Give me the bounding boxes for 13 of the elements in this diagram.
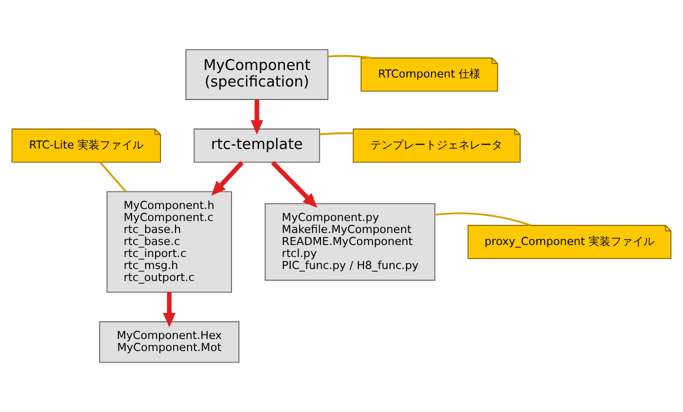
node-box: MyComponent.Hex MyComponent.Mot — [99, 321, 240, 363]
node-box: MyComponent (specification) — [185, 49, 328, 100]
connector — [100, 162, 126, 192]
connector — [328, 55, 372, 59]
arrow — [271, 160, 318, 208]
node-box: MyComponent.py Makefile.MyComponent README.MyComponent rtcl.py PIC_func.py / H8_func.py — [264, 203, 436, 281]
connector — [434, 212, 532, 226]
node-box: rtc-template — [194, 128, 320, 163]
arrow — [250, 100, 264, 135]
node-box: MyComponent.h MyComponent.c rtc_base.h rtc_base.c rtc_inport.c rtc_msg.h rtc_outport.c — [106, 191, 232, 293]
arrow — [211, 160, 244, 196]
arrow — [162, 292, 176, 328]
connector — [320, 132, 354, 136]
